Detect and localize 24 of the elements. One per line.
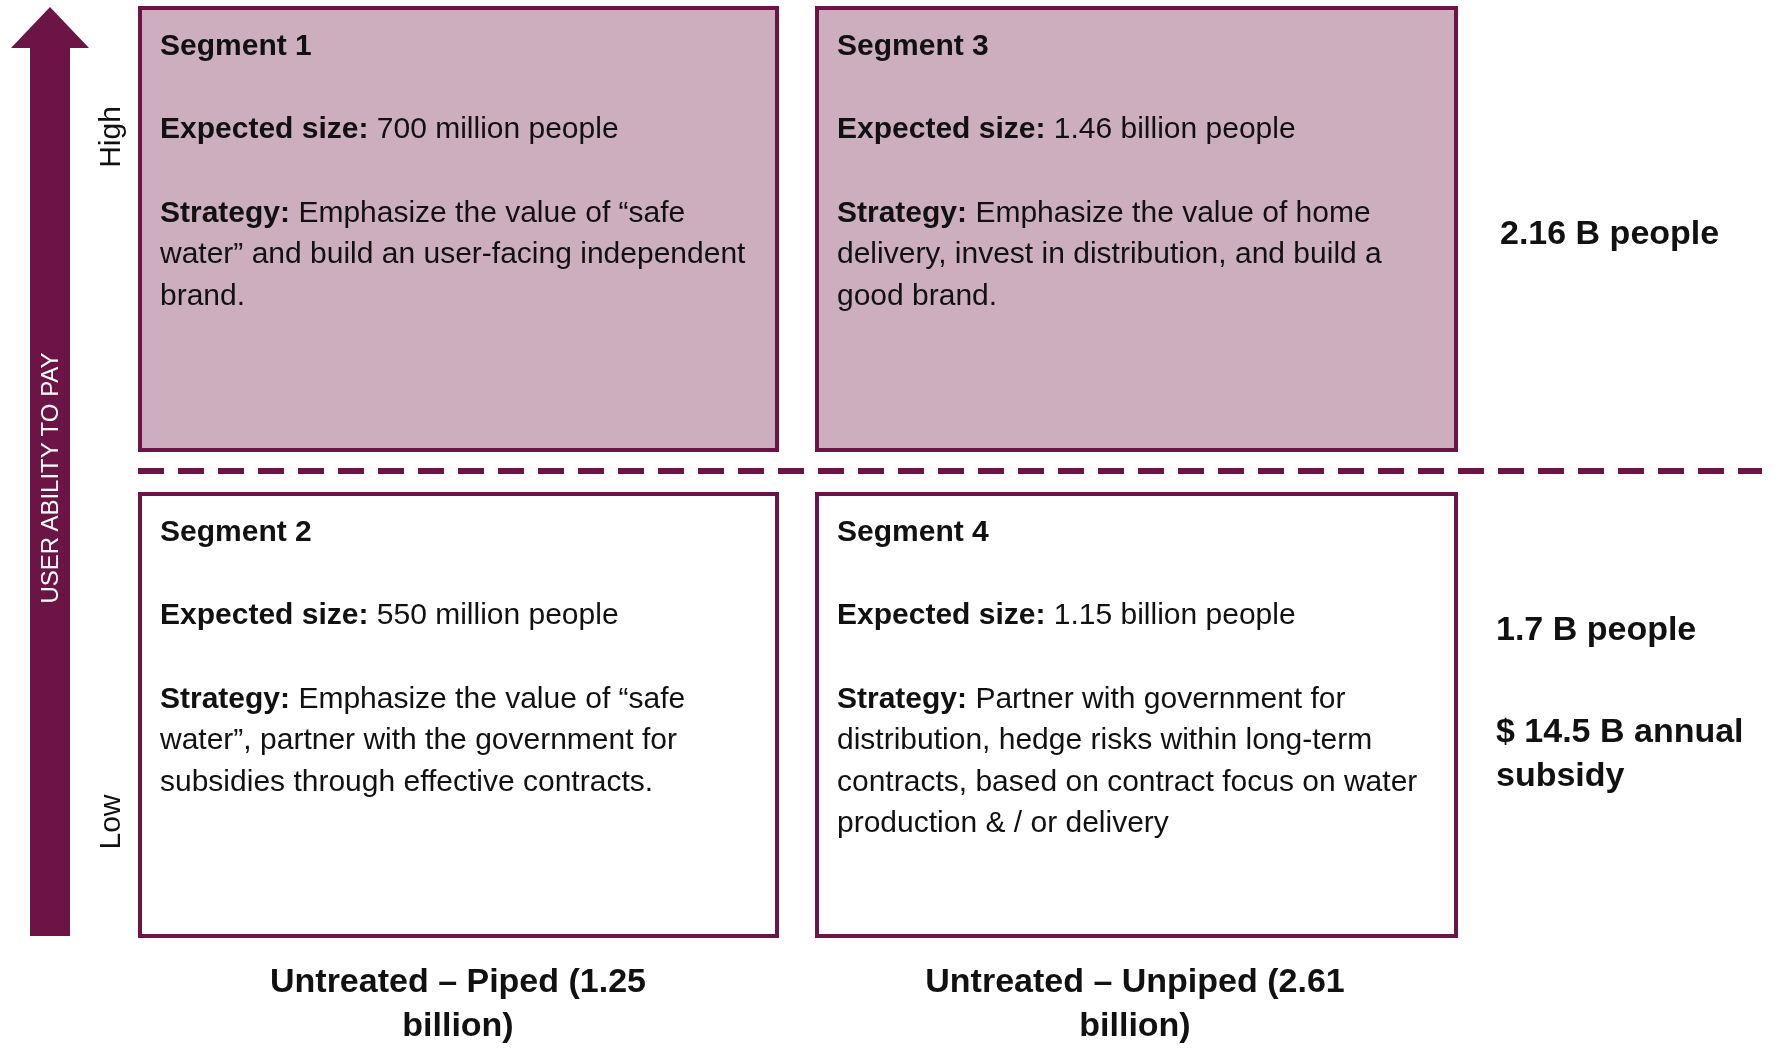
segment-title: Segment 1 [160, 27, 313, 63]
column-label: Untreated – Piped (1.25 billion) [269, 960, 647, 1046]
strategy-text: Strategy: Emphasize the value of “safe water”, partner with the government for subsidies through effective contracts. [160, 679, 687, 799]
segment-title: Segment 4 [837, 513, 990, 549]
strategy-text: Strategy: Emphasize the value of home delivery, invest in distribution, and build a good brand. [837, 193, 1383, 313]
segment-box [138, 6, 779, 452]
size-text: Expected size: 1.46 billion people [837, 110, 1297, 147]
size-text: Expected size: 700 million people [160, 110, 620, 147]
axis-tick-label: High [92, 105, 127, 170]
strategy-text: Strategy: Partner with government for distribution, hedge risks within long-term contracts, based on contract focus on water production & / or delivery [837, 679, 1419, 840]
segment-title: Segment 3 [837, 27, 990, 63]
axis-label: USER ABILITY TO PAY [35, 351, 64, 606]
segment-title: Segment 2 [160, 513, 313, 549]
size-text: Expected size: 550 million people [160, 596, 620, 633]
axis-tick-label: Low [92, 793, 127, 852]
segment-box [138, 492, 779, 938]
column-label: Untreated – Unpiped (2.61 billion) [925, 960, 1345, 1046]
subsidy-label: $ 14.5 B annual subsidy [1496, 710, 1745, 796]
segment-box [815, 492, 1458, 938]
strategy-text: Strategy: Emphasize the value of “safe water” and build an user-facing independent brand. [160, 193, 747, 313]
total-label: 2.16 B people [1500, 212, 1720, 253]
segment-box [815, 6, 1458, 452]
total-label: 1.7 B people [1496, 608, 1697, 649]
size-text: Expected size: 1.15 billion people [837, 596, 1297, 633]
